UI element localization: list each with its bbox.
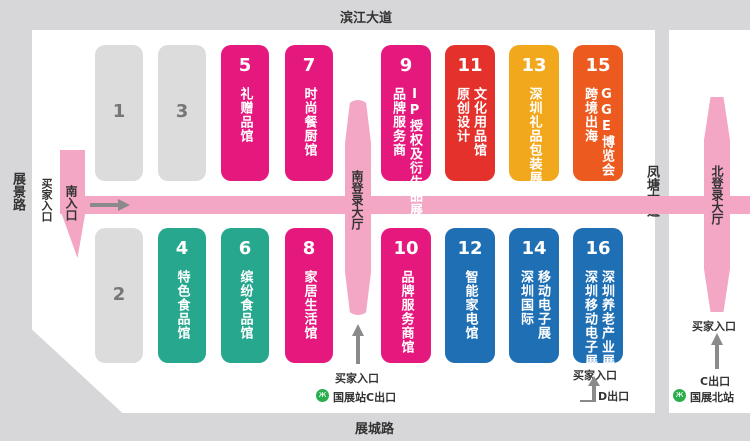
exit-c-label: C出口 (700, 375, 731, 388)
hall-name: 品牌服务商馆 (398, 270, 414, 354)
hall-name-column: 深圳养老产业展 (599, 270, 614, 368)
hall-number: 16 (585, 238, 611, 259)
buyer-entrance-label-2: 买家入口 (573, 369, 617, 382)
hall-name: 文化用品馆原创设计 (445, 87, 495, 175)
hall-7[interactable]: 7 时尚餐厨馆 (285, 45, 333, 181)
hall-number: 4 (175, 238, 189, 259)
hall-name-column: IP授权及衍生品展 (407, 87, 422, 217)
hall-11[interactable]: 11 文化用品馆原创设计 (445, 45, 495, 181)
hall-name: 智能家电馆 (462, 270, 478, 340)
hall-number: 6 (238, 238, 252, 259)
south-entrance-label: 南入口 (64, 185, 78, 221)
hall-12[interactable]: 12 智能家电馆 (445, 228, 495, 363)
hall-name: IP授权及衍生品展品牌服务商 (381, 87, 431, 217)
hall-name: 时尚餐厨馆 (301, 87, 317, 157)
hall-name-column: 移动电子展 (535, 270, 550, 340)
hall-name-column: GGE博览会 (599, 87, 614, 177)
metro-icon: ж (316, 389, 329, 402)
hall-name: GGE博览会跨境出海 (573, 87, 623, 177)
hall-name-column: 文化用品馆 (471, 87, 486, 157)
station-c-label: 国展站C出口 (333, 391, 397, 404)
hall-5[interactable]: 5 礼赠品馆 (221, 45, 269, 181)
south-hall-shape (345, 100, 371, 315)
hall-8[interactable]: 8 家居生活馆 (285, 228, 333, 363)
hall-number: 8 (302, 238, 316, 259)
hall-name-column: 深圳国际 (518, 270, 533, 326)
hall-13[interactable]: 13 深圳礼品包装展 (509, 45, 559, 185)
north-hall-label: 北登录大厅 (710, 165, 724, 225)
exit-d-arrow (580, 376, 600, 402)
buyer-entrance-arrow-3 (711, 333, 723, 369)
road-west: 展景路 (10, 172, 25, 211)
hall-4[interactable]: 4 特色食品馆 (158, 228, 206, 363)
hall-number: 13 (521, 55, 547, 76)
hall-number: 7 (302, 55, 316, 76)
hall-name-column: 品牌服务商 (390, 87, 405, 157)
exit-d-label: D出口 (598, 390, 630, 403)
hall-number: 14 (521, 238, 547, 259)
hall-name: 深圳养老产业展深圳移动电子展 (573, 270, 623, 368)
hall-16[interactable]: 16 深圳养老产业展深圳移动电子展 (573, 228, 623, 368)
hall-3[interactable]: 3 (158, 45, 206, 181)
hall-10[interactable]: 10 品牌服务商馆 (381, 228, 431, 363)
buyer-entrance-label-1: 买家入口 (335, 372, 379, 385)
hall-name: 家居生活馆 (301, 270, 317, 340)
hall-number: 5 (238, 55, 252, 76)
buyer-entrance-arrow-1 (352, 324, 364, 364)
metro-icon-north: ж (673, 389, 686, 402)
south-buyer-entrance-label: 买家入口 (40, 178, 53, 222)
hall-number: 12 (457, 238, 483, 259)
buyer-entrance-label-3: 买家入口 (692, 320, 736, 333)
hall-name: 特色食品馆 (174, 270, 190, 340)
hall-name-column: 跨境出海 (582, 87, 597, 143)
hall-1[interactable]: 1 (95, 45, 143, 181)
hall-name-column: 原创设计 (454, 87, 469, 143)
main-corridor (60, 196, 750, 214)
hall-name: 移动电子展深圳国际 (509, 270, 559, 357)
station-north-label: 国展北站 (690, 391, 734, 404)
hall-2[interactable]: 2 (95, 228, 143, 363)
south-entrance-arrow (90, 199, 130, 211)
hall-number: 3 (175, 101, 189, 122)
hall-name-column: 深圳移动电子展 (582, 270, 597, 368)
north-hall-shape (704, 97, 730, 312)
hall-6[interactable]: 6 缤纷食品馆 (221, 228, 269, 363)
road-south: 展城路 (355, 422, 395, 437)
hall-number: 10 (393, 238, 419, 259)
hall-number: 9 (399, 55, 413, 76)
hall-14[interactable]: 14 移动电子展深圳国际 (509, 228, 559, 363)
hall-number: 11 (457, 55, 483, 76)
hall-number: 15 (585, 55, 611, 76)
hall-number: 2 (112, 284, 126, 305)
south-hall-label: 南登录大厅 (350, 170, 364, 230)
hall-name: 缤纷食品馆 (237, 270, 253, 340)
road-north: 滨江大道 (340, 11, 393, 26)
hall-number: 1 (112, 101, 126, 122)
hall-name: 礼赠品馆 (237, 87, 253, 143)
hall-name: 深圳礼品包装展 (526, 87, 542, 185)
